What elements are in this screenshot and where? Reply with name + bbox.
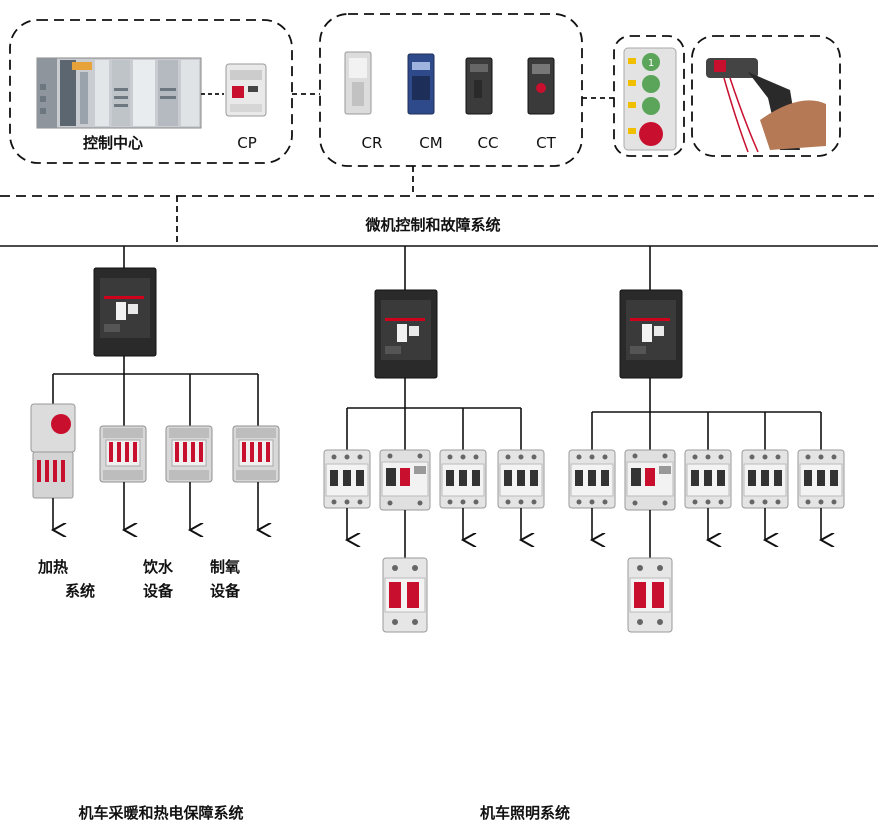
contactor-3: [232, 425, 280, 483]
oxygen-label-1: 制氧: [210, 558, 240, 576]
mcb-r-sub: [627, 557, 673, 633]
plc-rack-image: [36, 57, 202, 129]
cp-device-image: [225, 63, 267, 117]
mcb-m1: [323, 449, 371, 509]
mcb-r1: [568, 449, 616, 509]
control-center-label: 控制中心: [83, 134, 143, 152]
mcb-r4: [741, 449, 789, 509]
mcb-m3: [439, 449, 487, 509]
mcb-m-sub: [382, 557, 428, 633]
mcb-r5: [797, 449, 845, 509]
left-main-breaker: [93, 267, 157, 357]
cm-label: CM: [419, 134, 442, 152]
right-main-breaker: [619, 289, 683, 379]
relay-group: [319, 13, 583, 167]
water-label-2: 设备: [143, 582, 174, 600]
right-system-label: 机车照明系统: [480, 804, 570, 822]
ct-label: CT: [536, 134, 556, 152]
ct-relay-image: [527, 57, 555, 115]
tool-group: [691, 35, 841, 157]
control-center-group: [9, 19, 293, 164]
oxygen-label-2: 设备: [210, 582, 241, 600]
motor-starter-image: [30, 403, 76, 499]
crimp-tool-image: [706, 58, 826, 153]
rcd-m: [379, 449, 431, 511]
contactor-2: [165, 425, 213, 483]
bus-label: 微机控制和故障系统: [364, 216, 500, 234]
cc-label: CC: [478, 134, 499, 152]
pushbutton-group: [613, 35, 685, 157]
heating-label-2: 系统: [65, 582, 95, 600]
pushbutton-panel-image: 1: [623, 47, 677, 151]
contactor-1: [99, 425, 147, 483]
left-system-label: 机车采暖和热电保障系统: [78, 804, 243, 822]
middle-main-breaker: [374, 289, 438, 379]
svg-text:1: 1: [648, 58, 654, 69]
cr-label: CR: [362, 134, 383, 152]
cm-relay-image: [407, 53, 435, 115]
rcd-r: [624, 449, 676, 511]
water-label-1: 饮水: [142, 558, 174, 576]
cr-relay-image: [344, 51, 372, 115]
cc-relay-image: [465, 57, 493, 115]
heating-label-1: 加热: [37, 558, 68, 576]
cp-label: CP: [237, 134, 257, 152]
mcb-r3: [684, 449, 732, 509]
mcb-m4: [497, 449, 545, 509]
